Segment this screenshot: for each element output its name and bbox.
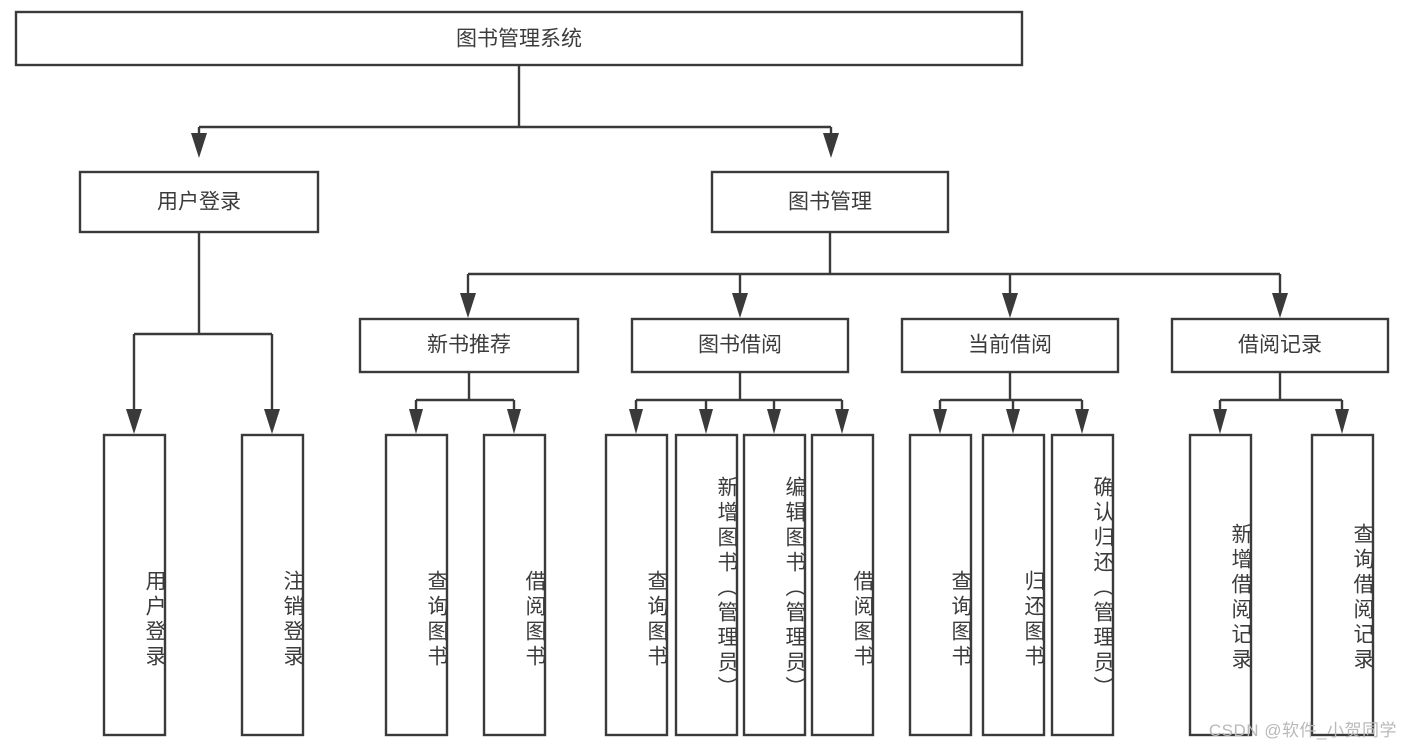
node-level3-new-book-recommend[interactable]: 新书推荐 [358, 317, 580, 374]
leaf-box-add-book-admin[interactable] [674, 433, 739, 737]
node-level3-book-borrow-label: 图书借阅 [698, 334, 782, 357]
arrow-head-icon [1006, 409, 1020, 434]
connector-current-borrow-to-leaves [933, 372, 1089, 434]
arrow-head-icon [1213, 409, 1227, 434]
arrow-head-icon [507, 409, 521, 434]
node-level3-book-borrow[interactable]: 图书借阅 [630, 317, 850, 374]
connector-borrow-record-to-leaves [1213, 372, 1349, 434]
arrow-head-icon [264, 409, 280, 434]
connector-root-to-level2 [191, 65, 839, 158]
connector-new-book-recommend-to-leaves [409, 372, 521, 434]
arrow-head-icon [823, 133, 839, 158]
arrow-head-icon [835, 409, 849, 434]
node-level3-current-borrow-label: 当前借阅 [968, 334, 1052, 357]
leaf-box-borrow-book-2[interactable] [810, 433, 875, 737]
node-root-rect[interactable] [14, 10, 1024, 67]
node-level2-user-login[interactable]: 用户登录 [78, 170, 320, 234]
arrow-head-icon [191, 133, 207, 158]
leaf-box-edit-book-admin[interactable] [742, 433, 807, 737]
connector-book-management-to-level3 [460, 232, 1288, 318]
node-level3-current-borrow[interactable]: 当前借阅 [900, 317, 1120, 374]
node-level2-book-management-label: 图书管理 [788, 191, 872, 214]
leaf-box-query-book-2[interactable] [604, 433, 669, 737]
connector-book-borrow-to-leaves [629, 372, 849, 434]
node-level3-current-borrow-rect[interactable] [900, 317, 1120, 374]
leaf-box-logout[interactable] [240, 433, 305, 737]
arrow-head-icon [933, 409, 947, 434]
leaf-box-query-book-3[interactable] [908, 433, 973, 737]
arrow-head-icon [767, 409, 781, 434]
node-level3-borrow-record[interactable]: 借阅记录 [1170, 317, 1390, 374]
connector-user-login-to-leaves [126, 232, 280, 434]
arrow-head-icon [629, 409, 643, 434]
arrow-head-icon [699, 409, 713, 434]
leaf-box-return-book[interactable] [981, 433, 1046, 737]
arrow-head-icon [460, 293, 476, 318]
leaf-box-borrow-book-1[interactable] [482, 433, 547, 737]
node-level2-user-login-rect[interactable] [78, 170, 320, 234]
csdn-watermark: CSDN @软件_小贺同学 [1208, 721, 1397, 740]
node-root-label: 图书管理系统 [456, 28, 582, 51]
arrow-head-icon [1002, 293, 1018, 318]
node-level3-new-book-recommend-rect[interactable] [358, 317, 580, 374]
arrow-head-icon [409, 409, 423, 434]
leaf-box-confirm-return-admin[interactable] [1050, 433, 1115, 737]
leaf-box-user-login[interactable] [102, 433, 167, 737]
arrow-head-icon [1075, 409, 1089, 434]
leaf-box-query-borrow-record[interactable] [1310, 433, 1375, 737]
node-level2-user-login-label: 用户登录 [157, 191, 241, 214]
node-level2-book-management[interactable]: 图书管理 [710, 170, 950, 234]
leaf-box-add-borrow-record[interactable] [1188, 433, 1253, 737]
node-level3-new-book-recommend-label: 新书推荐 [427, 334, 511, 357]
node-level3-borrow-record-label: 借阅记录 [1238, 334, 1322, 357]
node-root[interactable]: 图书管理系统 [14, 10, 1024, 67]
leaf-box-query-book-1[interactable] [384, 433, 449, 737]
arrow-head-icon [1272, 293, 1288, 318]
arrow-head-icon [1335, 409, 1349, 434]
arrow-head-icon [732, 293, 748, 318]
leaf-boxes [102, 433, 1375, 737]
arrow-head-icon [126, 409, 142, 434]
